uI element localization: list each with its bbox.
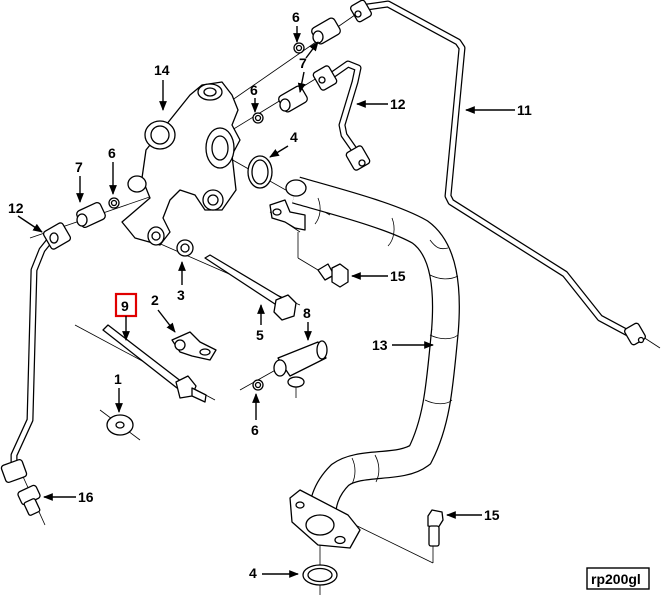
fitting-7-left — [76, 202, 106, 228]
svg-text:6: 6 — [250, 82, 258, 98]
cap-screw-15-upper — [317, 263, 349, 288]
callout-15-upper[interactable]: 15 — [351, 268, 406, 284]
housing-14 — [121, 81, 241, 246]
callout-1[interactable]: 1 — [114, 371, 123, 413]
svg-text:4: 4 — [249, 565, 257, 581]
callout-6-left[interactable]: 6 — [108, 145, 117, 195]
callout-7-left[interactable]: 7 — [75, 159, 84, 203]
o-ring-4-upper — [247, 155, 273, 189]
svg-text:3: 3 — [177, 287, 185, 303]
tee-fitting-8 — [273, 340, 328, 388]
bolt-5 — [204, 254, 297, 321]
washer-6-left — [108, 197, 120, 209]
svg-text:14: 14 — [154, 62, 170, 78]
o-ring-4-lower — [302, 564, 338, 586]
callout-6-bottom[interactable]: 6 — [251, 393, 260, 438]
callout-10[interactable]: 12 — [8, 200, 43, 233]
svg-text:4: 4 — [290, 129, 298, 145]
callout-6-middle[interactable]: 6 — [250, 82, 259, 113]
washer-6-bottom — [252, 379, 264, 391]
reference-code-box: rp200gl — [586, 567, 650, 590]
tube-12 — [312, 60, 371, 171]
svg-text:2: 2 — [151, 292, 159, 308]
callout-14[interactable]: 14 — [154, 62, 170, 111]
callout-3[interactable]: 3 — [177, 261, 186, 303]
washer-6-top — [293, 42, 305, 54]
callout-8[interactable]: 8 — [303, 305, 312, 341]
hose-13 — [269, 176, 460, 549]
svg-text:8: 8 — [303, 305, 311, 321]
svg-text:6: 6 — [108, 145, 116, 161]
callout-16[interactable]: 16 — [43, 489, 94, 505]
fitting-7-upper — [311, 17, 341, 45]
washer-1 — [106, 414, 134, 436]
callouts: 14 6 7 6 12 11 4 — [8, 9, 532, 581]
svg-text:15: 15 — [484, 507, 500, 523]
callout-12[interactable]: 12 — [356, 96, 406, 112]
callout-11[interactable]: 11 — [465, 102, 532, 118]
cap-screw-15-lower — [427, 509, 444, 547]
svg-text:16: 16 — [78, 489, 94, 505]
svg-text:12: 12 — [8, 200, 24, 216]
connector-16 — [17, 484, 41, 516]
callout-15-lower[interactable]: 15 — [446, 507, 500, 523]
washer-3 — [176, 239, 194, 257]
svg-text:11: 11 — [517, 102, 532, 118]
callout-7-upper[interactable]: 7 — [297, 41, 319, 93]
callout-13[interactable]: 13 — [372, 337, 434, 353]
reference-code: rp200gl — [591, 571, 641, 587]
clamp-2 — [171, 331, 217, 361]
tube-10 — [0, 222, 72, 484]
callout-4-lower[interactable]: 4 — [249, 565, 299, 581]
svg-text:5: 5 — [256, 327, 264, 343]
svg-text:13: 13 — [372, 337, 388, 353]
svg-text:6: 6 — [251, 422, 259, 438]
washer-6-middle — [252, 112, 264, 124]
svg-text:7: 7 — [75, 159, 83, 175]
fitting-7-middle — [278, 85, 308, 113]
callout-9[interactable]: 9 — [114, 292, 138, 341]
callout-2[interactable]: 2 — [151, 292, 176, 333]
svg-text:12: 12 — [390, 96, 406, 112]
callout-6-top[interactable]: 6 — [292, 9, 301, 43]
callout-4-upper[interactable]: 4 — [269, 129, 298, 158]
callout-5[interactable]: 5 — [256, 304, 265, 343]
svg-text:15: 15 — [390, 268, 406, 284]
svg-text:6: 6 — [292, 9, 300, 25]
svg-text:7: 7 — [299, 55, 307, 71]
svg-text:9: 9 — [121, 298, 129, 314]
tube-11 — [350, 0, 646, 346]
svg-text:1: 1 — [114, 371, 122, 387]
